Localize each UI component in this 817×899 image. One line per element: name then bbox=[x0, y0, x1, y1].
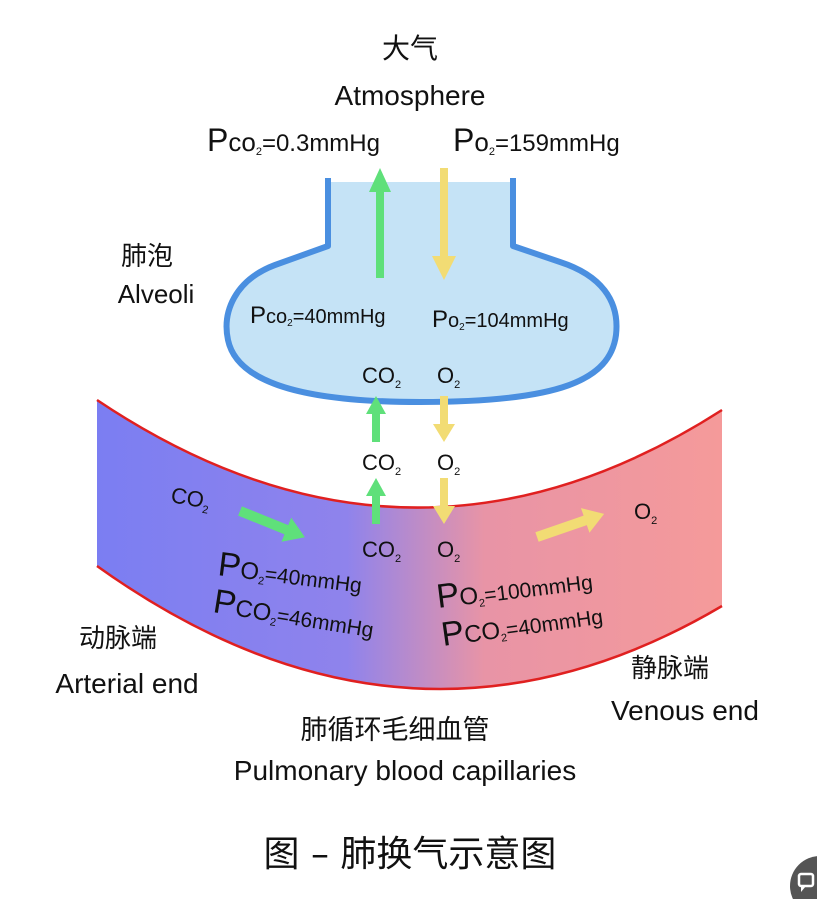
o2-arrow-membrane-lower bbox=[433, 478, 455, 524]
arterial-label-en: Arterial end bbox=[55, 668, 198, 699]
alveoli-label-cn: 肺泡 bbox=[121, 242, 173, 272]
co2-label-blood: CO2 bbox=[362, 537, 401, 565]
atmosphere-label-cn: 大气 bbox=[382, 32, 438, 65]
venous-label-en: Venous end bbox=[611, 695, 759, 726]
capillary-label-cn: 肺循环毛细血管 bbox=[301, 715, 490, 746]
o2-arrow-membrane-upper bbox=[433, 396, 455, 442]
vessel-bottom-wall bbox=[96, 564, 723, 691]
vessel-top-wall bbox=[96, 398, 723, 509]
alveoli-po2: Po2=104mmHg bbox=[432, 306, 569, 333]
co2-label-arterial: CO2 bbox=[169, 482, 212, 516]
venous-label-cn: 静脉端 bbox=[631, 654, 709, 684]
o2-label-venous: O2 bbox=[634, 499, 657, 527]
co2-arrow-membrane-upper bbox=[366, 396, 386, 442]
o2-label-alveolus: O2 bbox=[437, 363, 460, 391]
capillary-label-en: Pulmonary blood capillaries bbox=[234, 755, 576, 786]
co2-arrow-membrane-lower bbox=[366, 478, 386, 524]
arterial-label-cn: 动脉端 bbox=[79, 624, 157, 654]
figure-caption: 图 – 肺换气示意图 bbox=[264, 834, 557, 875]
o2-label-blood: O2 bbox=[437, 537, 460, 565]
alveolus bbox=[223, 178, 620, 405]
alveoli-label-en: Alveoli bbox=[118, 279, 195, 309]
capillary-vessel bbox=[97, 400, 722, 689]
co2-arrow-to-atmosphere bbox=[369, 168, 391, 278]
o2-label-membrane: O2 bbox=[437, 450, 460, 478]
chat-icon[interactable] bbox=[790, 856, 817, 899]
o2-arrow-to-alveoli bbox=[432, 168, 456, 280]
atmosphere-label-en: Atmosphere bbox=[335, 80, 486, 111]
co2-flow-arrow bbox=[238, 506, 305, 542]
co2-label-alveolus: CO2 bbox=[362, 363, 401, 391]
atmosphere-pco2: Pco2=0.3mmHg bbox=[207, 122, 380, 158]
alveoli-pco2: Pco2=40mmHg bbox=[250, 302, 386, 329]
atmosphere-po2: Po2=159mmHg bbox=[453, 122, 620, 158]
airway-opening bbox=[331, 170, 510, 182]
venous-po2: PO2=100mmHg bbox=[434, 559, 594, 616]
o2-flow-arrow bbox=[535, 508, 605, 542]
co2-label-membrane: CO2 bbox=[362, 450, 401, 478]
